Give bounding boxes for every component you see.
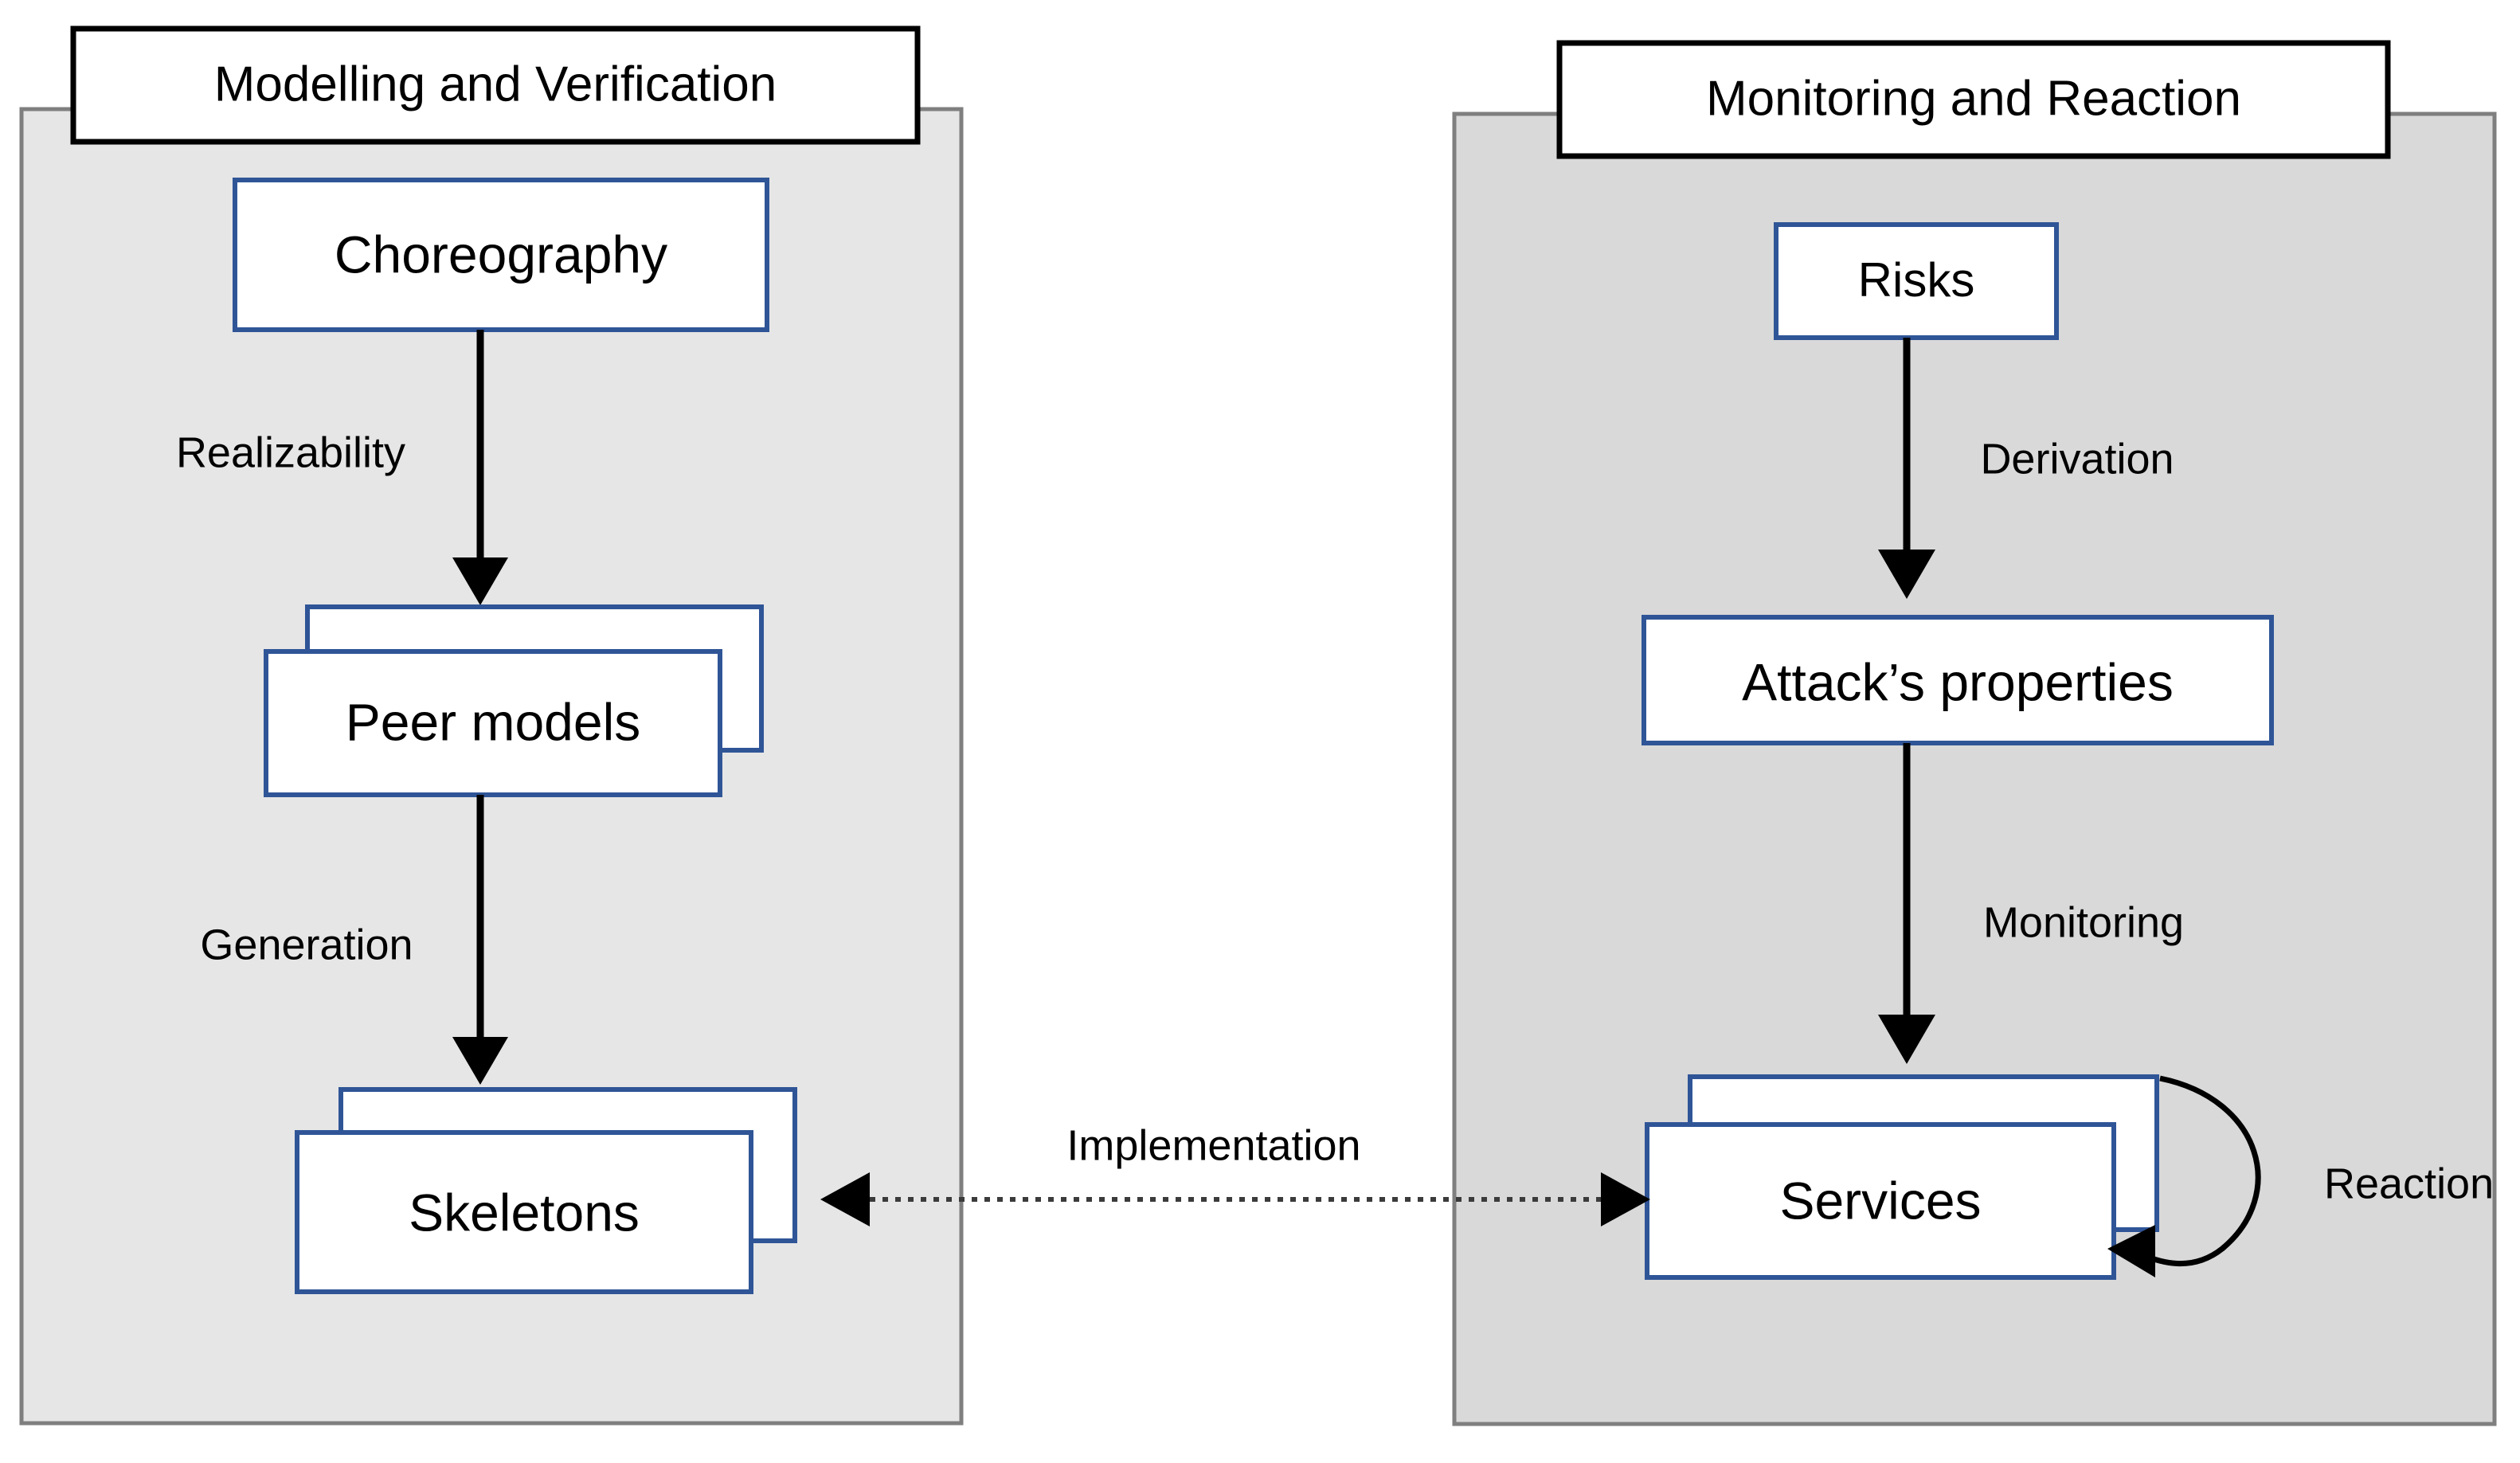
panel-header-monitoring-reaction: Monitoring and Reaction — [1556, 40, 2391, 159]
edge-realizability-label: Realizability — [176, 428, 405, 476]
edge-realizability: Realizability — [176, 330, 508, 605]
edge-implementation-arrowhead-right — [1601, 1172, 1650, 1226]
edge-implementation: Implementation — [820, 1121, 1650, 1226]
node-peer-models-label: Peer models — [346, 692, 641, 751]
edge-generation: Generation — [200, 795, 508, 1085]
node-skeletons-label: Skeletons — [409, 1183, 640, 1242]
edge-implementation-arrowhead-left — [820, 1172, 870, 1226]
edge-realizability-arrowhead — [452, 557, 508, 605]
edge-derivation-arrowhead — [1878, 550, 1935, 599]
panel-modelling-verification: Modelling and Verification Choreography … — [19, 25, 964, 1426]
node-risks[interactable]: Risks — [1774, 222, 2059, 340]
node-services[interactable]: Services — [1645, 1074, 2159, 1280]
header-box-right — [1556, 40, 2391, 159]
edge-derivation: Derivation — [1878, 338, 2174, 599]
edge-reaction-curve — [2139, 1075, 2261, 1267]
node-attacks-properties-label: Attack’s properties — [1742, 652, 2174, 711]
node-attacks-properties[interactable]: Attack’s properties — [1642, 615, 2274, 745]
edge-monitoring-arrowhead — [1878, 1015, 1935, 1064]
node-peer-models-box[interactable] — [264, 649, 722, 797]
node-risks-box[interactable] — [1774, 222, 2059, 340]
edge-derivation-label: Derivation — [1980, 435, 2174, 483]
header-box-left — [70, 25, 921, 145]
edge-generation-arrowhead — [452, 1037, 508, 1085]
node-peer-models[interactable]: Peer models — [264, 604, 764, 797]
node-choreography-label: Choreography — [335, 225, 667, 284]
edge-implementation-label: Implementation — [1066, 1121, 1360, 1169]
node-choreography[interactable]: Choreography — [233, 178, 769, 332]
node-attacks-properties-box[interactable] — [1642, 615, 2274, 745]
edge-monitoring: Monitoring — [1878, 743, 2184, 1064]
node-skeletons[interactable]: Skeletons — [295, 1087, 797, 1294]
node-choreography-box[interactable] — [233, 178, 769, 332]
edge-generation-label: Generation — [200, 921, 413, 968]
node-risks-label: Risks — [1858, 253, 1975, 307]
edge-reaction: Reaction — [2107, 1075, 2494, 1277]
edge-monitoring-label: Monitoring — [1983, 898, 2184, 946]
panel-header-modelling-verification: Modelling and Verification — [70, 25, 921, 145]
node-skeletons-box[interactable] — [295, 1130, 753, 1294]
panel-header-label-right: Monitoring and Reaction — [1706, 71, 2241, 126]
edge-reaction-arrowhead — [2107, 1225, 2155, 1277]
node-services-label: Services — [1779, 1171, 1981, 1230]
edge-reaction-label: Reaction — [2324, 1160, 2494, 1207]
panel-header-label-left: Modelling and Verification — [214, 57, 777, 111]
